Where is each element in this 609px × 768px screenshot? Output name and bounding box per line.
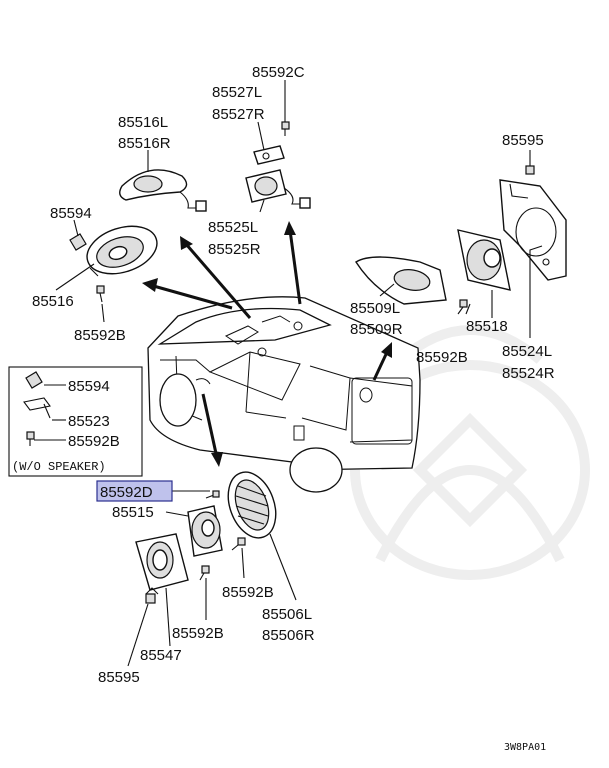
label-85515: 85515 xyxy=(112,504,154,521)
screw-85592D xyxy=(205,490,220,499)
suv-rear-view-icon xyxy=(147,296,421,493)
part-labels: 85592C 85527L 85527R 85516L 85516R 85595… xyxy=(12,64,555,753)
label-85524L: 85524L xyxy=(502,343,552,360)
screw-85592B-right xyxy=(457,299,468,315)
highlight-box-85592D xyxy=(96,480,173,502)
label-85595-top: 85595 xyxy=(502,132,544,149)
label-85592C: 85592C xyxy=(252,64,305,81)
label-85592B-left: 85592B xyxy=(74,327,126,344)
speaker-85515 xyxy=(187,505,223,557)
screw-85592C xyxy=(281,121,290,136)
tweeter-85525 xyxy=(245,169,311,209)
label-85524R: 85524R xyxy=(502,365,555,382)
clip-85595-bottom xyxy=(145,587,159,604)
screw-85592B-low xyxy=(199,565,210,581)
label-85518: 85518 xyxy=(466,318,508,335)
speaker-85516 xyxy=(86,225,158,277)
leader-lines xyxy=(34,80,543,667)
label-85592B-right: 85592B xyxy=(416,349,468,366)
label-85592B-inset: 85592B xyxy=(68,433,120,450)
label-85527L: 85527L xyxy=(212,84,262,101)
label-85525R: 85525R xyxy=(208,241,261,258)
garnish-85509 xyxy=(355,256,447,305)
label-85516: 85516 xyxy=(32,293,74,310)
bracket-85547 xyxy=(135,533,189,591)
screw-85592B-mid xyxy=(231,537,246,551)
label-85509L: 85509L xyxy=(350,300,400,317)
tweeter-bracket-85516 xyxy=(119,169,207,212)
inset-box xyxy=(8,366,143,477)
label-85595-bottom: 85595 xyxy=(98,669,140,686)
speaker-85518 xyxy=(457,229,511,291)
label-85516R: 85516R xyxy=(118,135,171,152)
label-85525L: 85525L xyxy=(208,219,258,236)
diagram-code: 3W8PA01 xyxy=(504,742,546,753)
label-85592B-low: 85592B xyxy=(172,625,224,642)
label-85506R: 85506R xyxy=(262,627,315,644)
label-85594-top: 85594 xyxy=(50,205,92,222)
bracket-85527 xyxy=(253,145,285,165)
clip-85594-top xyxy=(69,233,87,251)
screw-85592B-left xyxy=(96,285,105,303)
label-85594-inset: 85594 xyxy=(68,378,110,395)
label-85527R: 85527R xyxy=(212,106,265,123)
label-85509R: 85509R xyxy=(350,321,403,338)
label-85547: 85547 xyxy=(140,647,182,664)
label-85516L: 85516L xyxy=(118,114,168,131)
label-85523: 85523 xyxy=(68,413,110,430)
grille-85506 xyxy=(227,471,277,539)
label-85506L: 85506L xyxy=(262,606,312,623)
clip-85595-top xyxy=(525,165,535,175)
inset-caption: (W/O SPEAKER) xyxy=(12,460,106,474)
bracket-85524 xyxy=(499,179,567,281)
label-85592D: 85592D xyxy=(100,484,153,501)
label-85592B-mid: 85592B xyxy=(222,584,274,601)
assembly-arrows xyxy=(142,221,392,467)
